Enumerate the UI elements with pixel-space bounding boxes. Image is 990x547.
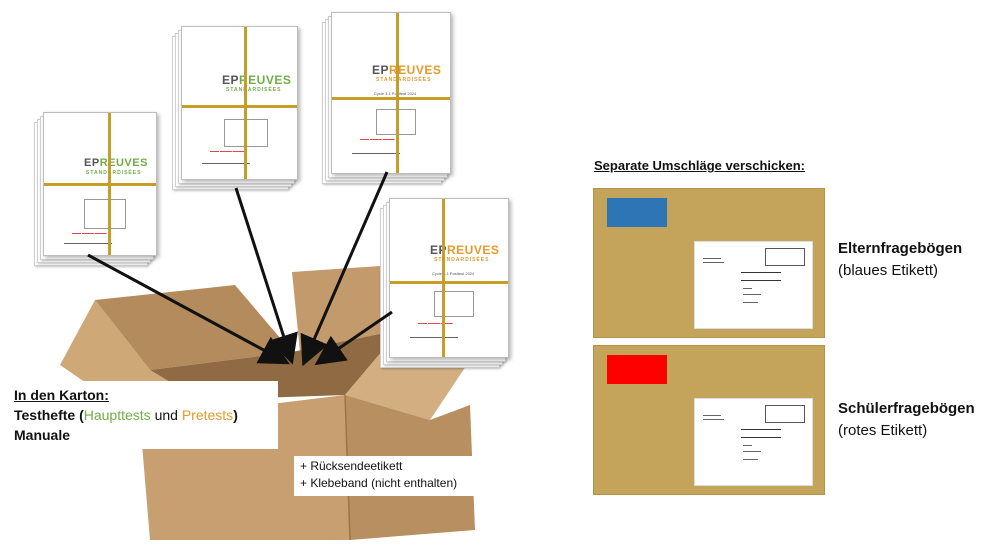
karton-haupttests: Haupttests xyxy=(83,407,151,423)
envelope-eltern: ▬▬▬▬▬▬ ▬▬▬▬▬▬▬ ▬▬▬ ▬▬▬▬▬▬ ▬▬▬▬▬ xyxy=(593,188,825,338)
schueler-caption: Schülerfragebögen (rotes Etikett) xyxy=(838,398,975,442)
umschlaege-heading: Separate Umschläge verschicken: xyxy=(594,158,805,173)
schueler-title: Schülerfragebögen xyxy=(838,400,975,417)
karton-heading: In den Karton: xyxy=(14,387,109,403)
eltern-caption: Elternfragebögen (blaues Etikett) xyxy=(838,238,962,282)
envelope-address-schueler: ▬▬▬▬▬▬ ▬▬▬▬▬▬▬ ▬▬▬ ▬▬▬▬▬▬ ▬▬▬▬▬ xyxy=(694,398,813,486)
arrow-stack-2 xyxy=(234,187,298,365)
booklet-cycle: Cycle 3.1 Posttest 2024 xyxy=(432,271,475,276)
booklet-ep: EP xyxy=(84,157,100,169)
karton-label: In den Karton: Testhefte (Haupttests und… xyxy=(8,381,278,449)
booklet-cover-4: EPREUVES STANDARDISÉES Cycle 3.1 Posttes… xyxy=(389,198,509,358)
karton-pretests: Pretests xyxy=(181,407,234,423)
karton-line2: Manuale xyxy=(14,427,71,443)
extras-label: + Rücksendeetikett + Klebeband (nicht en… xyxy=(294,456,486,496)
envelope-schueler: ▬▬▬▬▬▬ ▬▬▬▬▬▬▬ ▬▬▬ ▬▬▬▬▬▬ ▬▬▬▬▬ xyxy=(593,345,825,495)
booklet-cover-2: EPREUVES STANDARDISÉES ▬▬▬ ▬▬▬▬ ▬▬▬▬ ▬▬▬… xyxy=(181,26,298,180)
eltern-title: Elternfragebögen xyxy=(838,240,963,257)
karton-line1-prefix: Testhefte ( xyxy=(14,407,84,423)
schueler-sub: (rotes Etikett) xyxy=(838,422,928,439)
box-flap-back-left xyxy=(95,285,292,370)
arrow-stack-3 xyxy=(300,171,389,367)
karton-und: und xyxy=(150,407,182,423)
booklet-name-box xyxy=(434,291,474,317)
booklet-reuves: REUVES xyxy=(447,243,500,257)
booklet-stand: STANDARDISÉES xyxy=(376,77,432,83)
booklet-stack-3: EPREUVES STANDARDISÉES Cycle 3.1 Posttes… xyxy=(322,12,454,184)
booklet-reuves: REUVES xyxy=(389,63,442,77)
booklet-ep: EP xyxy=(372,63,390,77)
booklet-cover-3: EPREUVES STANDARDISÉES Cycle 3.1 Posttes… xyxy=(331,12,451,174)
karton-line1: Testhefte (Haupttests und Pretests) xyxy=(14,405,272,425)
booklet-ep: EP xyxy=(222,73,240,87)
arrow-stack-4 xyxy=(314,310,393,366)
booklet-stack-2: EPREUVES STANDARDISÉES ▬▬▬ ▬▬▬▬ ▬▬▬▬ ▬▬▬… xyxy=(172,26,300,191)
booklet-cycle: Cycle 3.1 Posttest 2024 xyxy=(374,91,417,96)
label-blue xyxy=(607,198,667,227)
booklet-reuves: REUVES xyxy=(99,157,148,169)
arrow-stack-1 xyxy=(87,253,290,365)
booklet-name-box xyxy=(84,199,126,229)
eltern-sub: (blaues Etikett) xyxy=(838,262,939,279)
extras-line1: + Rücksendeetikett xyxy=(300,459,403,473)
booklet-stand: STANDARDISÉES xyxy=(226,87,282,93)
booklet-stand: STANDARDISÉES xyxy=(86,170,142,176)
envelope-address-eltern: ▬▬▬▬▬▬ ▬▬▬▬▬▬▬ ▬▬▬ ▬▬▬▬▬▬ ▬▬▬▬▬ xyxy=(694,241,813,329)
booklet-stack-1: EPREUVES STANDARDISÉES ▬▬▬ ▬▬▬▬ ▬▬▬▬ ▬▬▬… xyxy=(34,112,158,266)
label-red xyxy=(607,355,667,384)
booklet-stack-4: EPREUVES STANDARDISÉES Cycle 3.1 Posttes… xyxy=(380,198,512,368)
extras-line2: + Klebeband (nicht enthalten) xyxy=(300,476,458,490)
karton-line1-suffix: ) xyxy=(233,407,238,423)
booklet-cover-1: EPREUVES STANDARDISÉES ▬▬▬ ▬▬▬▬ ▬▬▬▬ ▬▬▬… xyxy=(43,112,157,256)
booklet-reuves: REUVES xyxy=(239,73,292,87)
booklet-stand: STANDARDISÉES xyxy=(434,257,490,263)
